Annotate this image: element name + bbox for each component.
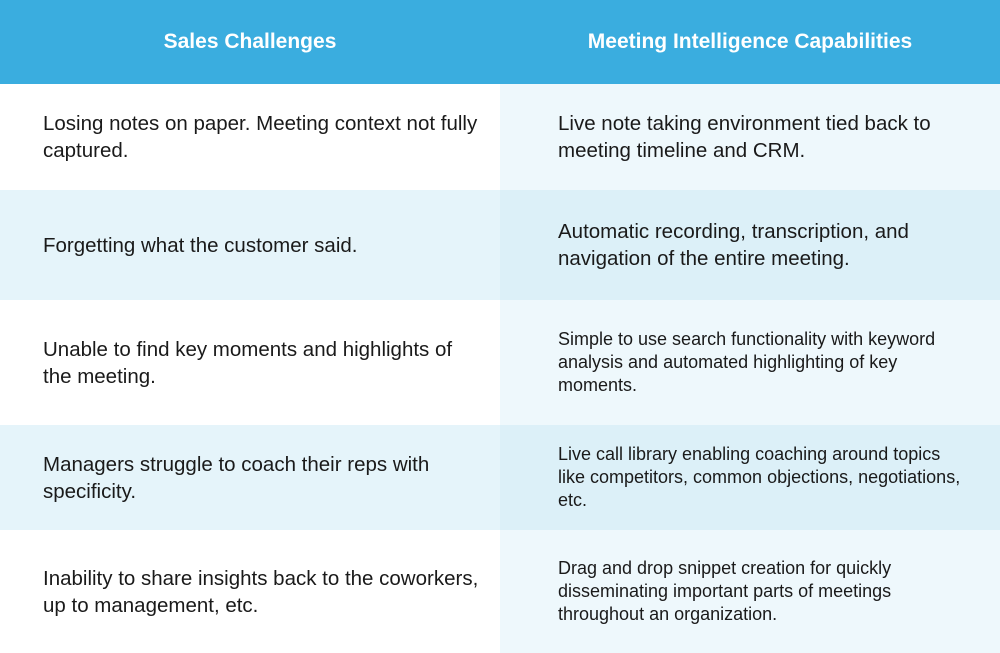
challenge-cell: Inability to share insights back to the …: [0, 530, 500, 653]
header-capabilities: Meeting Intelligence Capabilities: [587, 30, 913, 53]
table-row: Inability to share insights back to the …: [0, 530, 1000, 653]
capability-cell: Live call library enabling coaching arou…: [500, 425, 1000, 530]
capability-cell: Simple to use search functionality with …: [500, 300, 1000, 425]
challenge-cell: Managers struggle to coach their reps wi…: [0, 425, 500, 530]
capability-cell: Live note taking environment tied back t…: [500, 84, 1000, 190]
challenge-cell: Losing notes on paper. Meeting context n…: [0, 84, 500, 190]
table-row: Unable to find key moments and highlight…: [0, 300, 1000, 425]
table-row: Forgetting what the customer said. Autom…: [0, 190, 1000, 300]
challenge-cell: Forgetting what the customer said.: [0, 190, 500, 300]
header-sales-challenges: Sales Challenges: [163, 30, 337, 53]
table-row: Losing notes on paper. Meeting context n…: [0, 84, 1000, 190]
capability-cell: Automatic recording, transcription, and …: [500, 190, 1000, 300]
capability-cell: Drag and drop snippet creation for quick…: [500, 530, 1000, 653]
challenge-cell: Unable to find key moments and highlight…: [0, 300, 500, 425]
table-row: Managers struggle to coach their reps wi…: [0, 425, 1000, 530]
table-header: Sales Challenges Meeting Intelligence Ca…: [0, 0, 1000, 84]
